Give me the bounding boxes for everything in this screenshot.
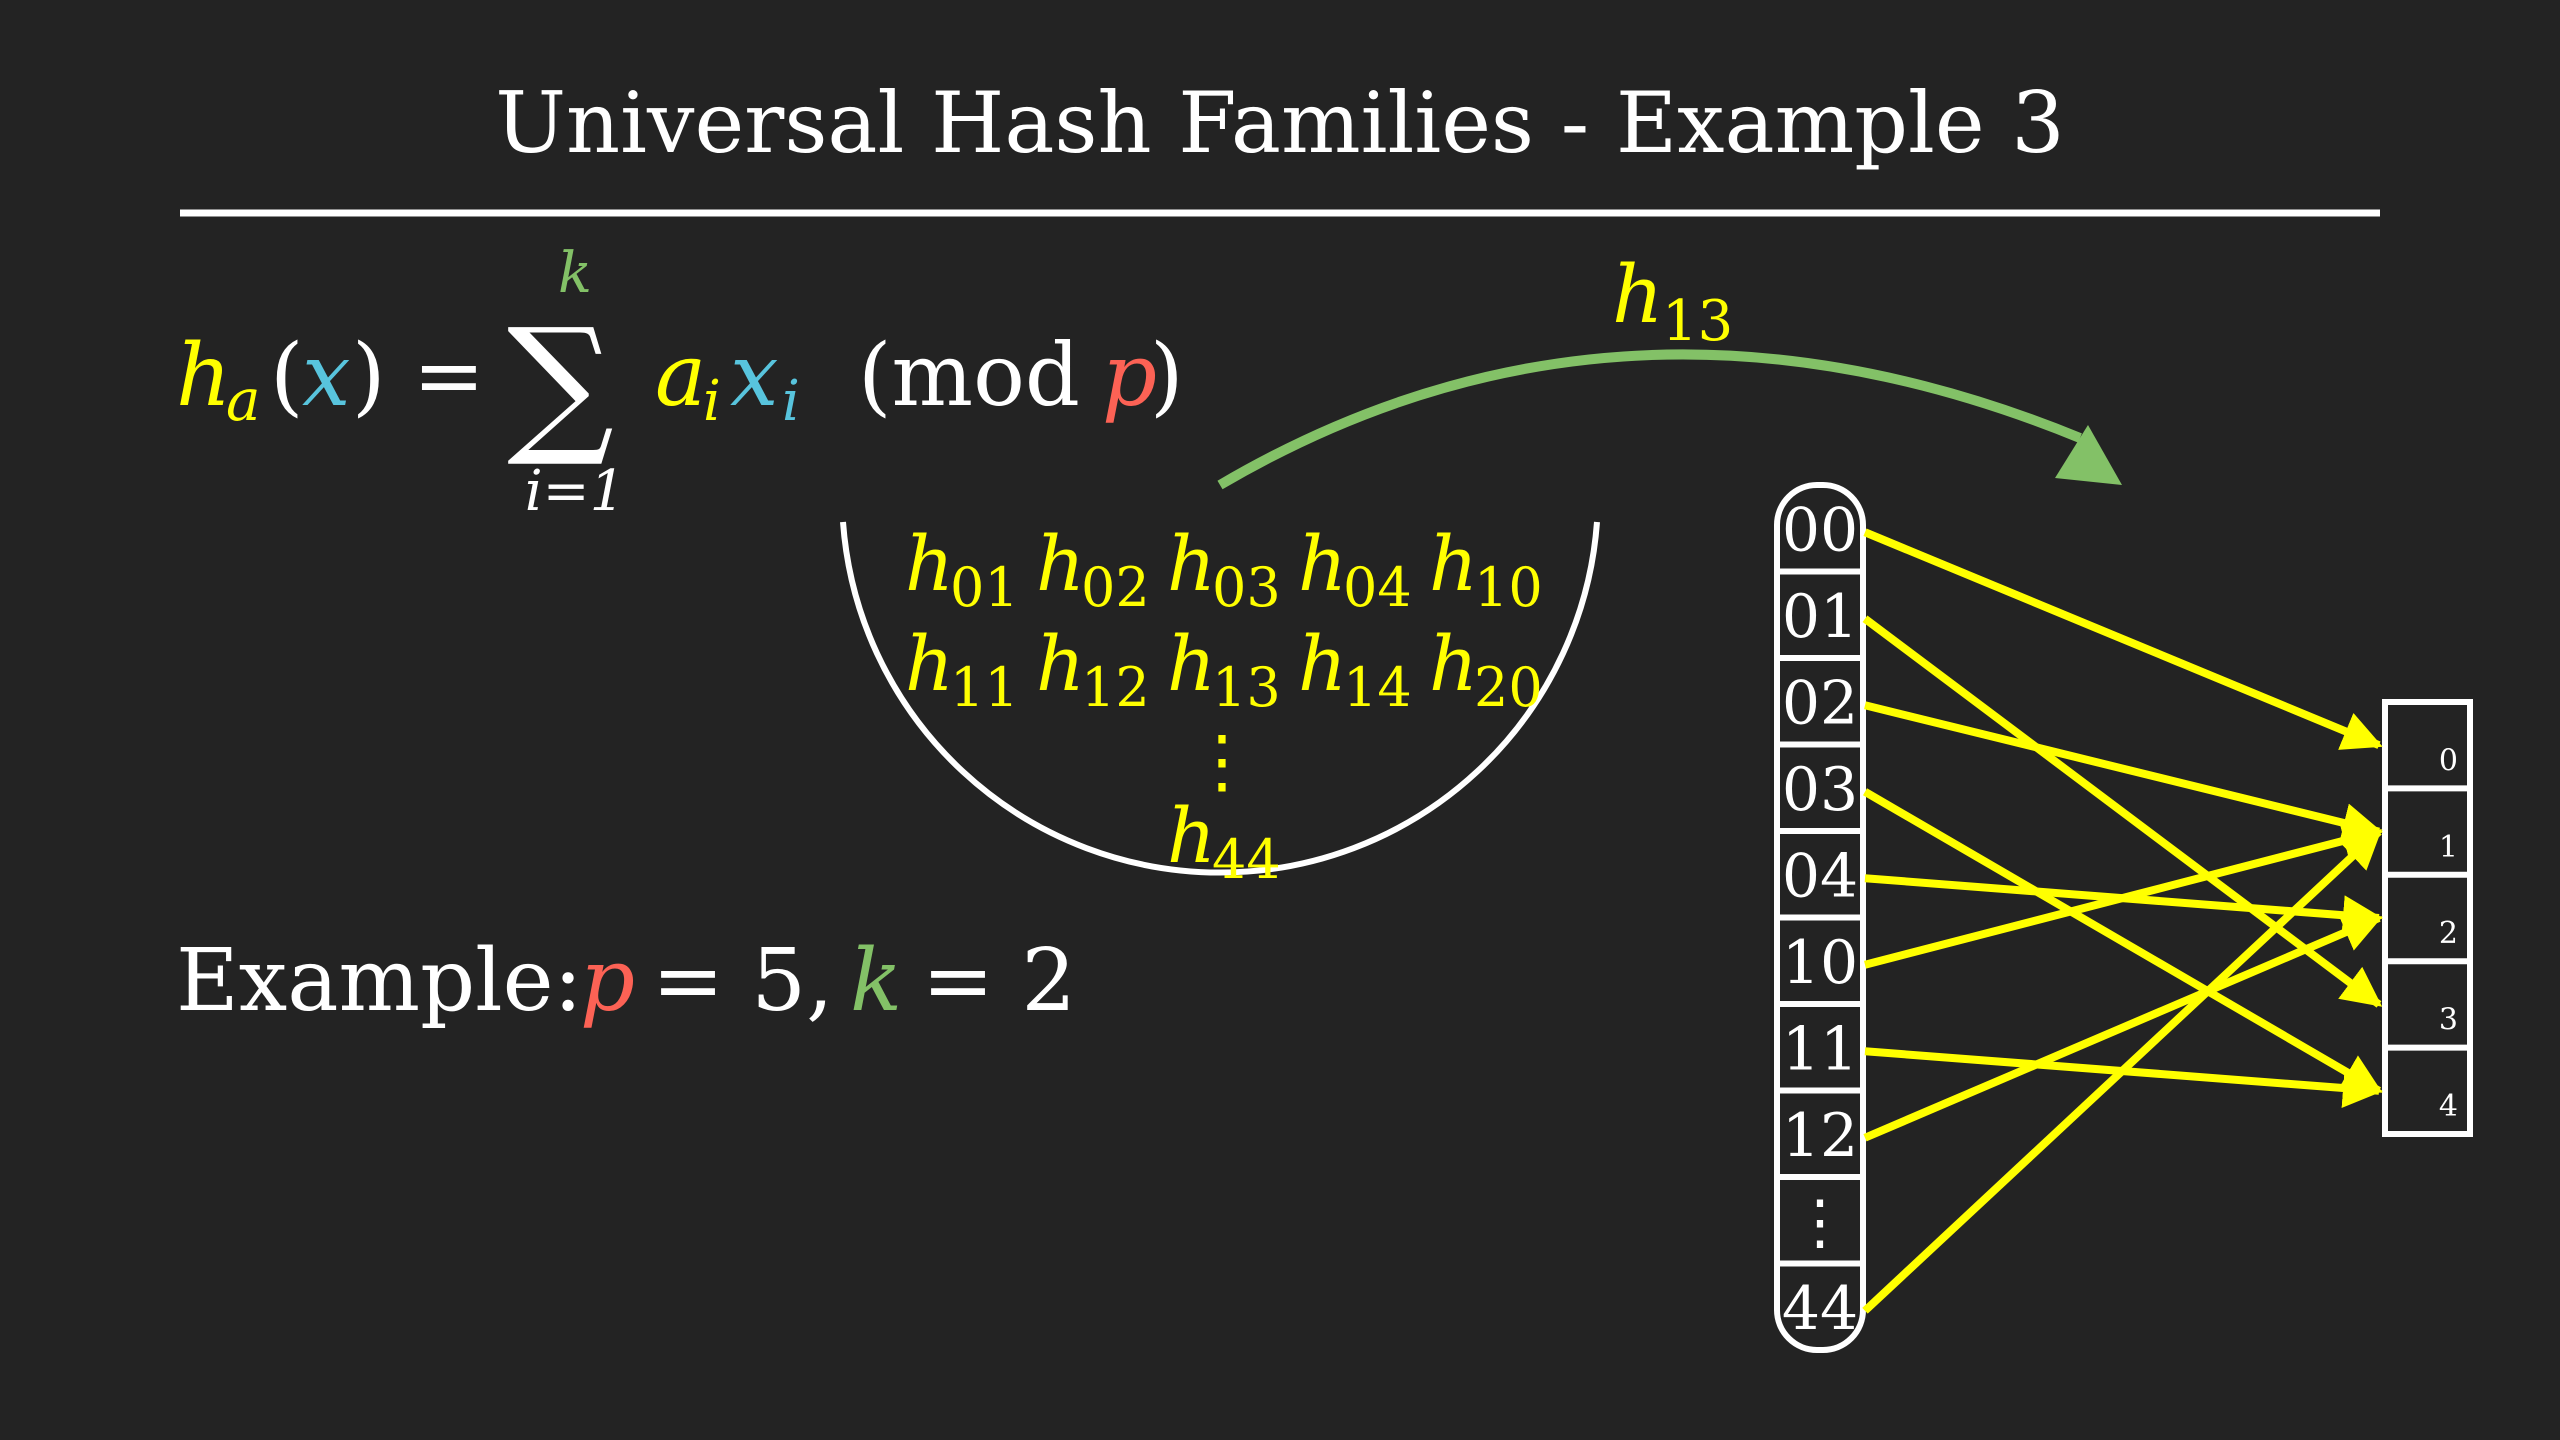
hash-function-index: 03: [1212, 556, 1281, 619]
hash-function-symbol: h: [1298, 619, 1347, 708]
hash-function-symbol: h: [1167, 519, 1216, 608]
mapping-arrow-10-to-1: [1863, 821, 2383, 969]
hash-function-13: h13: [1167, 619, 1281, 719]
selected-function-sub: 13: [1662, 289, 1733, 354]
formula-p: p: [1102, 326, 1157, 426]
bucket-3: 3: [2439, 1003, 2458, 1038]
hash-function-index: 12: [1081, 656, 1150, 719]
formula-xi-subscript: i: [782, 369, 800, 434]
hash-function-symbol: h: [1429, 519, 1478, 608]
formula-sigma: ∑: [507, 297, 614, 471]
hash-function-index: 01: [950, 556, 1019, 619]
example-k: k: [850, 931, 902, 1031]
mapping-arrow-44-to-1: [1862, 828, 2382, 1314]
bucket-4: 4: [2439, 1089, 2458, 1124]
hash-function-index: 04: [1343, 556, 1412, 619]
formula-mod-open: (mod: [858, 326, 1080, 426]
hash-function-symbol: h: [905, 519, 954, 608]
hash-function-44: h44: [1167, 791, 1281, 891]
hash-function-03: h03: [1167, 519, 1281, 619]
formula-mod-close: ): [1150, 326, 1184, 426]
example-line: Example: p = 5, k = 2: [176, 931, 1076, 1031]
mapping-arrow-03-to-4: [1862, 788, 2383, 1095]
hash-function-index: 14: [1343, 656, 1412, 719]
buckets-column-frame: [2382, 699, 2473, 1137]
key-cell-11: 11: [1782, 1014, 1858, 1084]
hash-function-10: h10: [1429, 519, 1543, 619]
key-cell-04: 04: [1782, 841, 1858, 911]
formula-rparen-eq: ) =: [352, 326, 485, 426]
hash-function-symbol: h: [1429, 619, 1478, 708]
formula-lparen: (: [270, 326, 304, 426]
bucket-1: 1: [2439, 830, 2458, 865]
formula-upper-bound: k: [558, 241, 592, 306]
family-bowl: [840, 521, 1600, 876]
buckets-column: 0 1 2 3 4: [2385, 743, 2470, 1124]
selection-arrow: [1217, 349, 2082, 490]
keys-column: 00 01 02 03 04 10 11 12 ⋮ 44: [1777, 495, 1863, 1344]
mapping-arrow-12-to-2: [1863, 913, 2383, 1142]
selected-function-h: h: [1612, 248, 1664, 341]
formula-xi: x: [730, 326, 779, 426]
hash-function-symbol: h: [1167, 791, 1216, 880]
selected-function-label: h 13: [1612, 248, 1733, 354]
mapping-arrow-02-to-1: [1864, 701, 2383, 843]
hash-function-index: 44: [1212, 828, 1281, 891]
key-cell-01: 01: [1782, 582, 1858, 652]
hash-function-symbol: h: [1298, 519, 1347, 608]
bucket-2: 2: [2439, 916, 2458, 951]
key-cell-02: 02: [1782, 668, 1858, 738]
hash-function-index: 02: [1081, 556, 1150, 619]
formula-h: h: [176, 326, 231, 426]
example-label: Example:: [176, 931, 583, 1031]
hash-function-index: 20: [1474, 656, 1543, 719]
hash-function-14: h14: [1298, 619, 1412, 719]
formula-a: a: [655, 326, 706, 426]
example-p: p: [580, 931, 635, 1031]
bucket-0: 0: [2439, 743, 2458, 778]
hash-function-symbol: h: [1036, 519, 1085, 608]
selection-arrow-head: [2055, 425, 2122, 485]
key-cell-ellipsis: ⋮: [1790, 1187, 1850, 1257]
key-cell-44: 44: [1782, 1274, 1858, 1344]
key-cell-03: 03: [1782, 755, 1858, 825]
hash-function-02: h02: [1036, 519, 1150, 619]
hash-function-symbol: h: [1167, 619, 1216, 708]
hash-function-index: 13: [1212, 656, 1281, 719]
key-cell-12: 12: [1782, 1101, 1858, 1171]
hash-function-symbol: h: [1036, 619, 1085, 708]
mapping-arrow-00-to-0: [1863, 528, 2383, 750]
hash-function-symbol: h: [905, 619, 954, 708]
example-k-value: = 2: [922, 931, 1076, 1031]
formula-x: x: [302, 326, 351, 426]
hash-function-index: 10: [1474, 556, 1543, 619]
hash-function-index: 11: [950, 656, 1019, 719]
mapping-arrow-01-to-3: [1862, 615, 2383, 1008]
hash-function-01: h01: [905, 519, 1019, 619]
key-cell-10: 10: [1782, 928, 1858, 998]
formula-a-subscript: i: [703, 369, 721, 434]
formula-h-subscript: a: [226, 366, 261, 434]
hash-mapping-arrows: [1862, 528, 2383, 1314]
formula-lower-bound: i=1: [525, 459, 625, 524]
hash-function-04: h04: [1298, 519, 1412, 619]
hash-family-ellipsis: ⋮: [1187, 720, 1257, 802]
hash-function-11: h11: [905, 619, 1019, 719]
key-cell-00: 00: [1782, 495, 1858, 565]
hash-function-12: h12: [1036, 619, 1150, 719]
page-title: Universal Hash Families - Example 3: [495, 74, 2065, 172]
hash-function-20: h20: [1429, 619, 1543, 719]
hash-formula: h a ( x ) = ∑ k i=1 a i x i (mod p ): [176, 241, 1184, 524]
example-p-value: = 5,: [652, 931, 833, 1031]
